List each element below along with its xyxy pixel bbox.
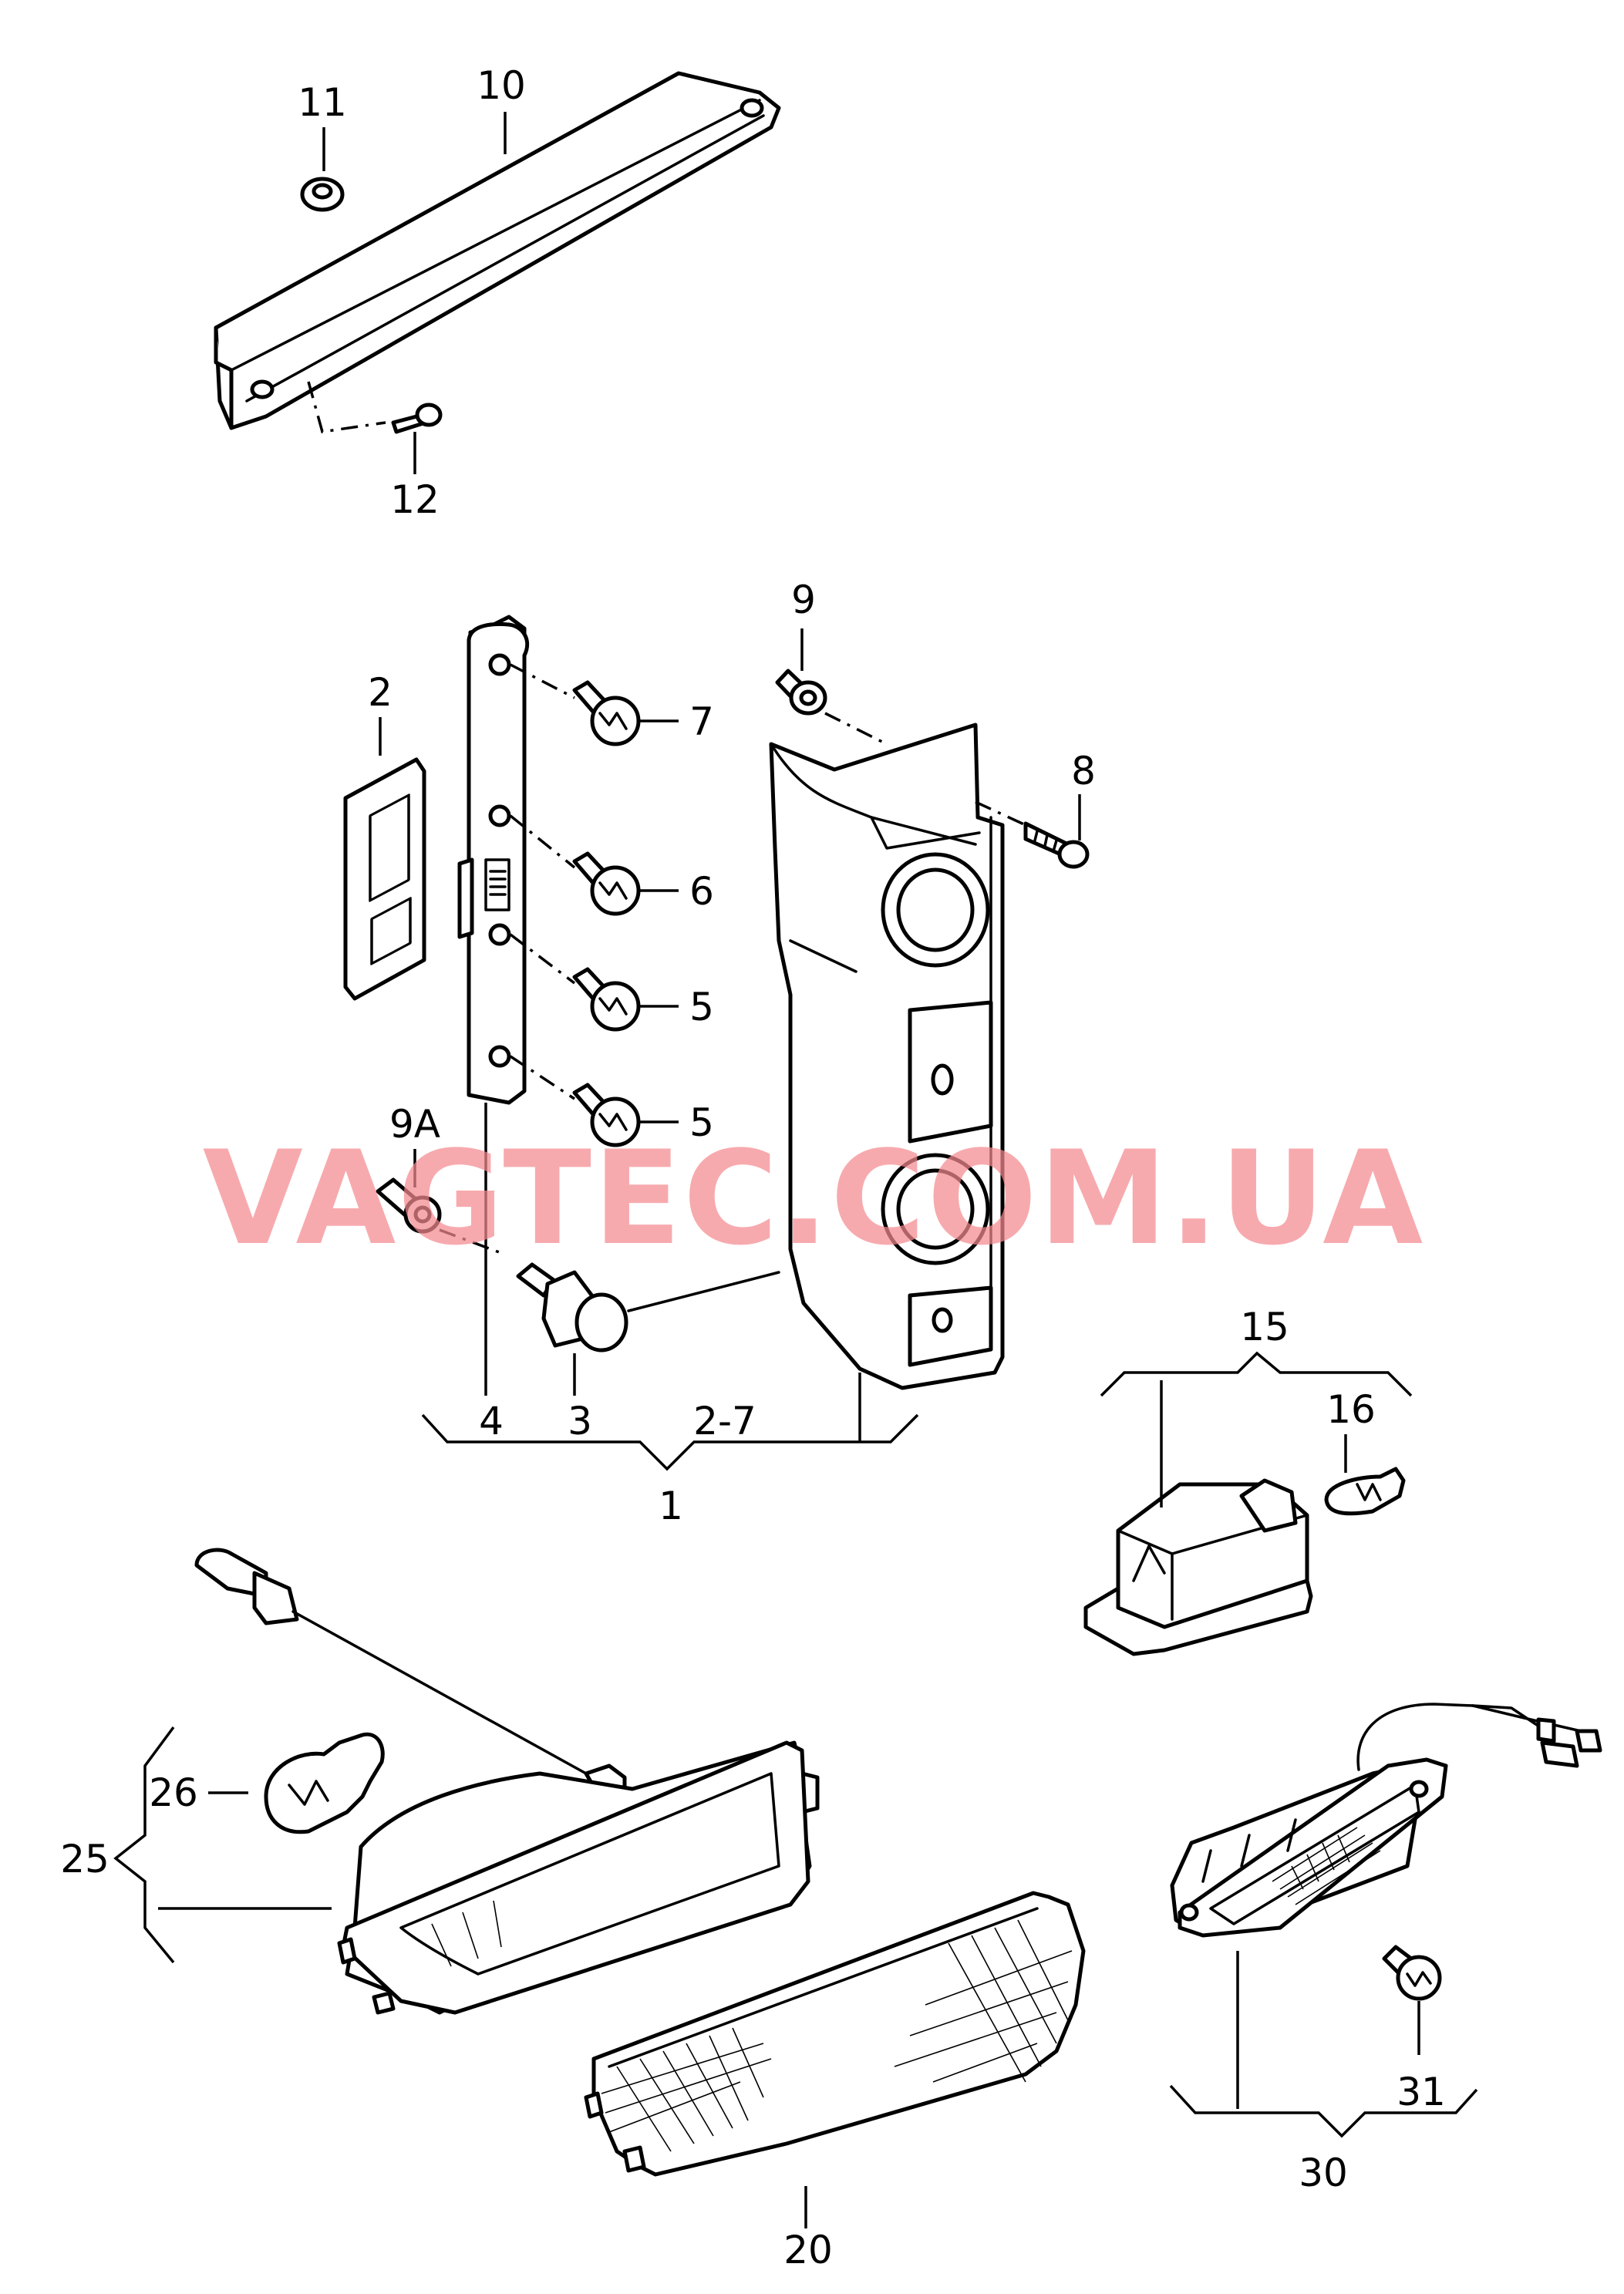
callout-31: 31 xyxy=(1397,2070,1446,2114)
tail-light-housing xyxy=(769,723,1005,1390)
clip-9a xyxy=(376,1177,502,1255)
fog-light-25 xyxy=(194,1548,820,2015)
watermark: VAGTEC.COM.UA xyxy=(203,1123,1424,1274)
callout-5-upper: 5 xyxy=(689,985,714,1029)
callout-9a: 9A xyxy=(389,1102,440,1147)
callout-2: 2 xyxy=(368,670,393,715)
screw-8 xyxy=(975,800,1090,869)
callout-11: 11 xyxy=(298,80,347,125)
side-marker-light-30 xyxy=(1170,1703,1602,1938)
callout-6: 6 xyxy=(689,869,714,914)
bulb-31 xyxy=(1382,1945,1442,2001)
callout-5-lower: 5 xyxy=(689,1100,714,1145)
callout-12: 12 xyxy=(390,477,440,522)
bulb-holder-strip-4 xyxy=(457,615,530,1105)
bracket-25 xyxy=(113,1726,332,1964)
nut-11 xyxy=(300,177,345,212)
brake-light-10 xyxy=(214,71,781,430)
callout-3: 3 xyxy=(568,1399,592,1443)
bulb-16 xyxy=(1324,1467,1406,1516)
callout-26: 26 xyxy=(149,1770,198,1815)
callout-16: 16 xyxy=(1326,1387,1376,1432)
lens-20 xyxy=(584,1891,1086,2177)
callout-labels: 11 10 12 9 2 7 8 6 5 9A 5 4 3 2-7 1 15 1… xyxy=(60,63,1446,2272)
callout-10: 10 xyxy=(477,63,526,108)
callout-1: 1 xyxy=(659,1484,683,1528)
callout-8: 8 xyxy=(1071,749,1096,793)
assembly-bracket-1 xyxy=(421,1103,919,1471)
bulb-26 xyxy=(264,1732,385,1834)
callout-2-7: 2-7 xyxy=(693,1399,756,1443)
callout-30: 30 xyxy=(1299,2151,1348,2195)
callout-20: 20 xyxy=(783,2228,833,2272)
screw-12 xyxy=(307,381,443,434)
callout-15: 15 xyxy=(1240,1305,1289,1349)
bulb-holder-3 xyxy=(516,1262,780,1352)
callout-25: 25 xyxy=(60,1837,110,1881)
gasket-2 xyxy=(343,757,426,1001)
callout-4: 4 xyxy=(479,1399,504,1443)
callout-9: 9 xyxy=(791,578,816,622)
license-light-15 xyxy=(1083,1478,1313,1656)
bulb-6 xyxy=(509,814,641,916)
clip-9 xyxy=(775,669,888,746)
bracket-15 xyxy=(1100,1351,1413,1507)
bulb-5-lower xyxy=(510,1055,641,1147)
bulb-7 xyxy=(510,663,641,746)
bulb-5-upper xyxy=(509,933,641,1032)
callout-7: 7 xyxy=(689,699,714,744)
leader-lines xyxy=(322,112,1081,1187)
bracket-30 xyxy=(1169,1951,1478,2138)
